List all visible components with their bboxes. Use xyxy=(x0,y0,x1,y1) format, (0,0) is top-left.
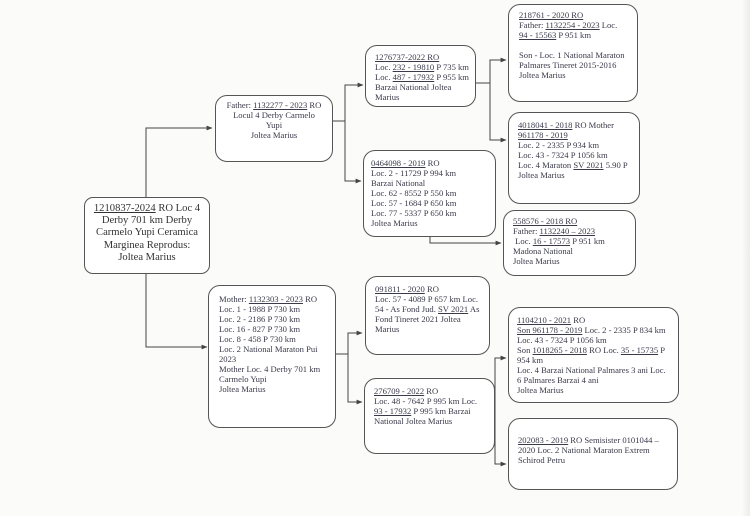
connector-mm-mmm xyxy=(494,428,507,467)
mf-line: 091811 - 2020 RO xyxy=(375,284,439,294)
subject-line: Marginea Reprodus: xyxy=(103,239,191,251)
mmf-line: Loc. 43 - 7324 P 1056 km xyxy=(517,335,607,345)
connector-subject-father xyxy=(145,125,213,198)
fff-line xyxy=(519,40,627,50)
mother-line: Loc. 2 - 2186 P 730 km xyxy=(219,314,301,324)
fmm-line: Father: 1132240 – 2023 xyxy=(513,226,596,236)
ffm-line: Loc. 2 - 2335 P 934 km xyxy=(518,140,600,150)
connector-ff-fff xyxy=(476,57,507,84)
ffm-line: Loc. 4 Maraton SV 2021 5.90 P xyxy=(518,160,628,170)
mmf-line: Son 1018265 - 2018 RO Loc. 35 - 15735 P xyxy=(517,345,666,355)
father-line: Father: 1132277 - 2023 RO xyxy=(226,100,322,110)
mm-line: 93 - 17932 P 995 km Barzai xyxy=(374,406,471,416)
connector-mother-mm xyxy=(347,354,363,405)
subject-line: 1210837-2024 RO Loc 4 xyxy=(93,203,201,214)
fm-line: Joltea Marius xyxy=(371,218,418,228)
great-grandsire-mm-box: 1104210 - 2021 RO Son 961178 - 2019 Loc.… xyxy=(508,307,679,403)
ff-line: 1276737-2022 RO xyxy=(375,52,440,62)
mm-line: National Joltea Marius xyxy=(374,416,453,426)
ffm-line: 961178 - 2019 xyxy=(518,130,568,140)
fff-line: 218761 - 2020 RO xyxy=(519,10,584,20)
mm-line: Loc. 48 - 7642 P 995 km Loc. xyxy=(374,396,478,406)
fff-line: Joltea Marius xyxy=(519,70,566,80)
fm-line: Loc. 57 - 1684 P 650 km xyxy=(371,198,457,208)
connector-father-fm xyxy=(344,121,362,184)
father-box: Father: 1132277 - 2023 RO Locul 4 Derby … xyxy=(215,95,333,162)
mf-line: 54 - As Fond Jud. SV 2021 As xyxy=(375,304,480,314)
mmf-line: Joltea Marius xyxy=(517,385,564,395)
mother-line: Loc. 16 - 827 P 730 km xyxy=(219,324,301,334)
granddam-maternal-box: 276709 - 2022 RO Loc. 48 - 7642 P 995 km… xyxy=(364,378,495,454)
mf-line: Loc. 57 - 4089 P 657 km Loc. xyxy=(375,294,479,304)
subject-line: Carmelo Yupi Ceramica xyxy=(96,227,198,239)
great-granddam-mm-box: 202083 - 2019 RO Semisister 0101044 – 20… xyxy=(508,418,678,490)
mother-line: Mother Loc. 4 Derby 701 km xyxy=(219,364,321,374)
fm-line: Loc. 2 - 11729 P 994 km xyxy=(371,168,457,178)
fm-line: 0464098 - 2019 RO xyxy=(371,158,440,168)
grandsire-maternal-box: 091811 - 2020 RO Loc. 57 - 4089 P 657 km… xyxy=(365,276,490,355)
fmm-line: Loc. 16 - 17573 P 951 km xyxy=(513,236,605,246)
mother-line: Carmelo Yupi xyxy=(219,374,267,384)
fmm-line: Joltea Marius xyxy=(513,256,560,266)
subject-line: Derby 701 km Derby xyxy=(101,215,193,227)
ff-line: Marius xyxy=(375,92,400,102)
mmf-line: 1104210 - 2021 RO xyxy=(517,315,586,325)
mmf-line: 954 km xyxy=(517,355,544,365)
fff-line: Son - Loc. 1 National Maraton xyxy=(519,50,625,60)
mother-line: Loc. 8 - 458 P 730 km xyxy=(219,334,296,344)
subject-line: Joltea Marius xyxy=(118,251,176,263)
mmm-line: 2020 Loc. 2 National Maraton Extrem xyxy=(518,445,650,455)
connector-subject-mother xyxy=(145,274,208,350)
mmf-line: Loc. 4 Barzai National Palmares 3 ani Lo… xyxy=(517,365,666,375)
mother-line: 2023 xyxy=(219,354,237,364)
mmm-line: 202083 - 2019 RO Semisister 0101044 – xyxy=(518,435,659,445)
father-line: Joltea Marius xyxy=(250,130,298,140)
scan-edge-shadow xyxy=(742,0,750,516)
connector-ff-ffm xyxy=(489,83,507,143)
fmm-line: Madona National xyxy=(513,246,573,256)
father-line: Yupi xyxy=(265,120,283,130)
fm-line: Loc. 62 - 8552 P 550 km xyxy=(371,188,457,198)
connector-mm-mmf xyxy=(494,355,507,428)
fff-line: Father: 1132254 - 2023 Loc. xyxy=(519,20,618,30)
great-granddam-fm-box: 558576 - 2018 RO Father: 1132240 – 2023 … xyxy=(503,210,636,276)
mf-line: Marius xyxy=(375,324,400,334)
ff-line: Loc. 487 - 17932 P 955 km xyxy=(375,72,469,82)
fmm-line: 558576 - 2018 RO xyxy=(513,216,578,226)
mmf-line: Son 961178 - 2019 Loc. 2 - 2335 P 834 km xyxy=(517,325,666,335)
fm-line: Barzai National xyxy=(371,178,426,188)
ffm-line: Loc. 43 - 7324 P 1056 km xyxy=(518,150,608,160)
mother-line: Joltea Marius xyxy=(219,384,266,394)
fff-line: Palmares Tineret 2015-2016 xyxy=(519,60,617,70)
fff-line: 94 - 15563 P 951 km xyxy=(519,30,592,40)
mother-line: Mother: 1132303 - 2023 RO xyxy=(219,294,318,304)
mother-box: Mother: 1132303 - 2023 RO Loc. 1 - 1988 … xyxy=(208,285,336,428)
ffm-line: 4018041 - 2018 RO Mother xyxy=(518,120,614,130)
connector-mother-mf xyxy=(336,330,363,355)
mother-line: Loc. 2 National Maraton Pui xyxy=(219,344,318,354)
great-grandsire-ff-box: 218761 - 2020 RO Father: 1132254 - 2023 … xyxy=(508,4,638,102)
mmf-line: 6 Palmares Barzai 4 ani xyxy=(517,375,599,385)
ff-line: Loc. 232 - 19810 P 735 km xyxy=(375,62,469,72)
connector-fm-fmm xyxy=(429,237,502,246)
mf-line: Fond Tineret 2021 Joltea xyxy=(375,314,461,324)
connector-father-ff xyxy=(333,82,364,122)
fm-line: Loc. 77 - 5337 P 650 km xyxy=(371,208,457,218)
father-line: Locul 4 Derby Carmelo xyxy=(233,110,315,120)
granddam-paternal-box: 0464098 - 2019 RO Loc. 2 - 11729 P 994 k… xyxy=(363,150,496,237)
mm-line: 276709 - 2022 RO xyxy=(374,386,439,396)
grandsire-paternal-box: 1276737-2022 RO Loc. 232 - 19810 P 735 k… xyxy=(365,45,476,107)
ffm-line: Joltea Marius xyxy=(518,170,565,180)
mmm-line: Schirod Petru xyxy=(518,455,566,465)
great-granddam-ff-box: 4018041 - 2018 RO Mother 961178 - 2019 L… xyxy=(508,112,640,204)
ff-line: Barzai National Joltea xyxy=(375,82,452,92)
subject-pigeon-box: 1210837-2024 RO Loc 4 Derby 701 km Derby… xyxy=(84,197,210,274)
mother-line: Loc. 1 - 1988 P 730 km xyxy=(219,304,301,314)
